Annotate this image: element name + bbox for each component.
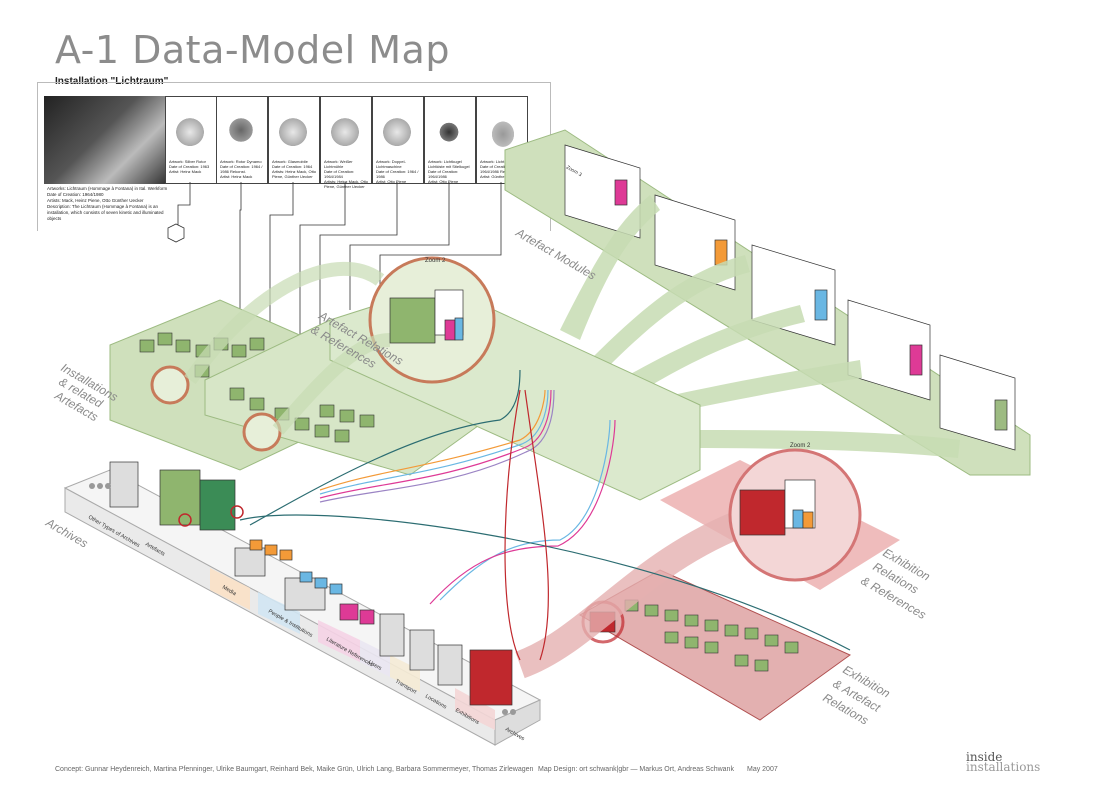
footer-concept: Concept: Gunnar Heydenreich, Martina Pfe… bbox=[55, 766, 534, 773]
page-title: A-1 Data-Model Map bbox=[55, 28, 450, 72]
object-connectors bbox=[167, 182, 502, 400]
object-card-lichtkugel[interactable]: Artwork: Lichtkugel Lichtkiste mit Stiel… bbox=[424, 96, 476, 184]
zoom-2-exhibition bbox=[739, 479, 816, 536]
artefact-module-cards bbox=[564, 144, 1016, 451]
object-caption: Artwork: Rotor Dynamo Date of Creation: … bbox=[220, 159, 263, 179]
relation-lines bbox=[239, 369, 851, 661]
archive-buildings bbox=[109, 461, 513, 706]
exhibition-arrow bbox=[514, 506, 755, 679]
archive-dots bbox=[89, 483, 516, 715]
object-photo bbox=[377, 109, 417, 151]
zoom-circle-artefacts bbox=[178, 513, 192, 527]
object-photo bbox=[170, 109, 210, 151]
label-exhibition-artefact-relations: Exhibition & Artefact Relations bbox=[821, 662, 893, 727]
object-caption: Artwork: Weißer Lichtmühle Date of Creat… bbox=[324, 159, 369, 189]
archive-section-tiles bbox=[210, 568, 495, 730]
object-caption: Artwork: Lichtkugel Lichtkiste mit Stiel… bbox=[428, 159, 470, 184]
installation-photo bbox=[44, 96, 166, 184]
archive-section-labels: Other Types of Archives Artefacts Media … bbox=[87, 515, 525, 743]
object-card-rotor-dynamo[interactable]: Artwork: Rotor Dynamo Date of Creation: … bbox=[216, 96, 268, 184]
logo-line2: installations bbox=[966, 760, 1041, 774]
label-installations: Installations & related Artefacts bbox=[52, 360, 121, 424]
installation-label: Installation "Lichtraum" bbox=[55, 76, 169, 87]
object-card-doppel-lichtmaschine[interactable]: Artwork: Doppel-Lichtmaschine Date of Cr… bbox=[372, 96, 424, 184]
object-photo bbox=[273, 109, 313, 151]
object-photo bbox=[221, 109, 261, 151]
object-caption: Artwork: Silber Rotor Date of Creation: … bbox=[169, 159, 210, 174]
object-card-glasmobile[interactable]: Artwork: Glasmobile Date of Creation: 19… bbox=[268, 96, 320, 184]
installation-caption: Artworks: Lichtraum (Hommage à Fontana) … bbox=[47, 186, 168, 221]
object-card-lichtmuehle[interactable]: Artwork: Weißer Lichtmühle Date of Creat… bbox=[320, 96, 372, 189]
footer-date: May 2007 bbox=[747, 766, 778, 773]
zoom-circle-artefacts-2 bbox=[230, 505, 244, 519]
label-zoom2-artefact: Zoom 2 bbox=[425, 258, 446, 264]
object-photo bbox=[481, 109, 521, 151]
zoom-2-artefact bbox=[389, 289, 464, 344]
object-caption: Artwork: Doppel-Lichtmaschine Date of Cr… bbox=[376, 159, 419, 184]
footer-design: Map Design: ort schwank|gbr — Markus Ort… bbox=[538, 766, 734, 773]
object-photo bbox=[325, 109, 365, 151]
object-photo bbox=[429, 109, 469, 151]
inside-installations-logo: inside installations bbox=[966, 750, 1041, 774]
object-caption: Artwork: Glasmobile Date of Creation: 19… bbox=[272, 159, 317, 179]
label-zoom2-exhibition: Zoom 2 bbox=[790, 443, 811, 449]
logo-line1: inside bbox=[966, 750, 1003, 764]
relation-arrows bbox=[560, 195, 960, 458]
